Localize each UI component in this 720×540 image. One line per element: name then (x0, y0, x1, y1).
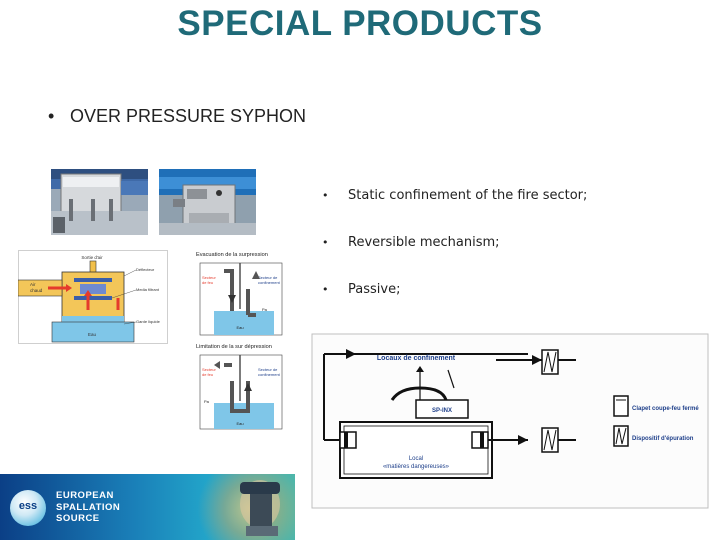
schematic-top-label: Sortie d'air (81, 255, 103, 260)
pressure-side-label: Pa (262, 307, 268, 312)
system-top-label: Locaux de confinement (377, 355, 456, 362)
depression-left-label-2: de feu (202, 372, 213, 377)
depression-left-label-1: Secteur (202, 367, 216, 372)
feature-item-1: •Static confinement of the fire sector; (322, 188, 588, 203)
schematic-left-label-2: chaud (30, 288, 43, 293)
feature-item-2: •Reversible mechanism; (322, 235, 500, 250)
slide-title: SPECIAL PRODUCTS (177, 4, 543, 43)
depression-diagram-title: Limitation de la sur dépression (196, 344, 272, 350)
main-bullet: • OVER PRESSURE SYPHON (48, 106, 306, 127)
pressure-right-label-1: Secteur de (258, 275, 278, 280)
syphon-schematic: Sortie d'air Air chaud Déflecteur Media … (17, 250, 168, 344)
depression-right-label-2: confinement (258, 372, 281, 377)
bullet-symbol: • (48, 106, 55, 126)
schematic-right-label-2: Media filtrant (136, 287, 160, 292)
pressure-left-label-2: de feu (202, 280, 213, 285)
depression-side-label: Pa (204, 399, 210, 404)
pressure-evacuation-diagram: Evacuation de la surpression Secteur de … (196, 249, 288, 339)
pressure-left-label-1: Secteur (202, 275, 216, 280)
pressure-right-label-2: confinement (258, 280, 281, 285)
pressure-bottom-label: Eau (236, 325, 243, 330)
schematic-right-label-1: Déflecteur (136, 267, 155, 272)
schematic-left-label-1: Air (30, 282, 36, 287)
schematic-bottom-label: Eau (88, 332, 97, 337)
pressure-diagram-title: Evacuation de la surpression (196, 252, 268, 258)
footer-banner: ess EUROPEAN SPALLATION SOURCE (0, 474, 295, 540)
system-local-label-2: «matières dangereuses» (383, 464, 450, 470)
feature-item-3: •Passive; (322, 282, 401, 297)
product-photo-2 (159, 169, 256, 235)
legend-label-1: Clapet coupe-feu fermé (632, 406, 699, 412)
product-photo-1 (51, 169, 148, 235)
main-bullet-text: OVER PRESSURE SYPHON (70, 106, 307, 126)
depression-limitation-diagram: Limitation de la sur dépression Secteur … (196, 341, 288, 433)
organization-name: EUROPEAN SPALLATION SOURCE (56, 490, 121, 524)
legend-label-2: Dispositif d'épuration (632, 436, 694, 442)
depression-right-label-1: Secteur de (258, 367, 278, 372)
depression-bottom-label: Eau (236, 421, 243, 426)
system-local-label-1: Local (409, 456, 423, 462)
schematic-right-label-3: Garde liquide (136, 319, 161, 324)
system-device-label: SP-INX (432, 408, 452, 414)
confinement-system-diagram: Locaux de confinement SP-INX Local «mati… (296, 330, 720, 510)
ess-logo-icon: ess (10, 490, 46, 526)
microscope-photo (240, 480, 280, 536)
